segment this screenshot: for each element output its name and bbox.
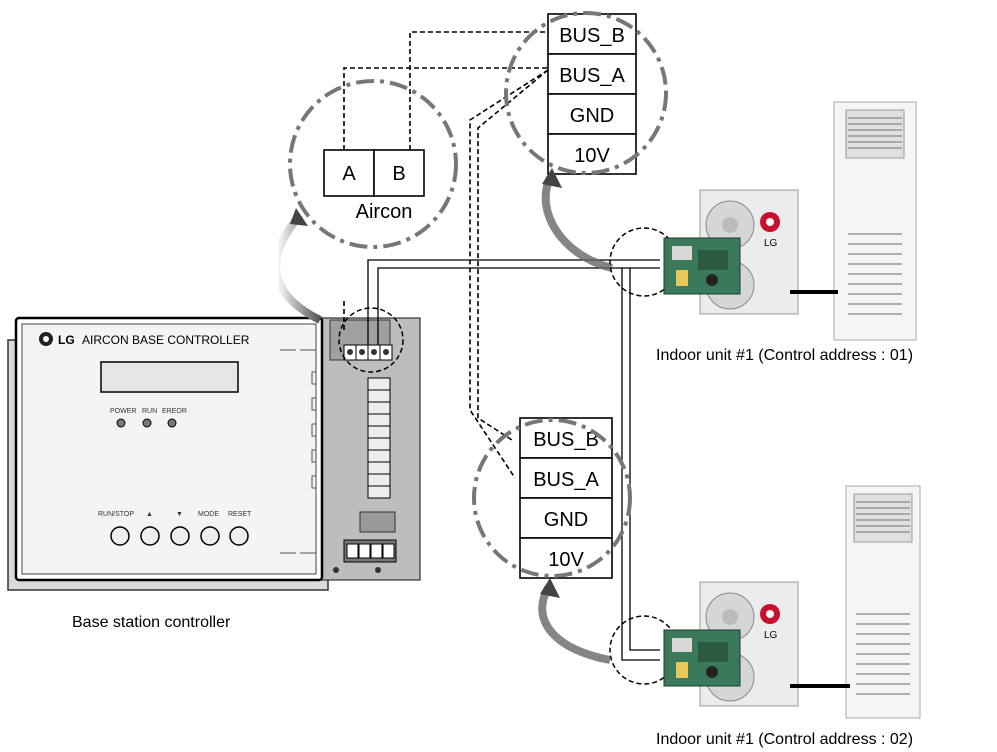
upper-bus-a-label: BUS_A <box>559 65 625 87</box>
upper-callout-circle <box>504 11 668 175</box>
indoor-unit-2: LG <box>663 485 921 719</box>
aircon-callout-circle <box>288 79 458 249</box>
controller-inner-panel <box>21 323 317 575</box>
arrow-to-aircon-icon <box>272 212 322 324</box>
button-label-down: ▼ <box>176 511 183 518</box>
button-label-reset: RESET <box>228 511 252 518</box>
lower-terminal-block: BUS_B BUS_A GND 10V <box>519 417 613 579</box>
lcd-display <box>100 361 239 393</box>
controller-brand: LG <box>58 333 75 347</box>
up-button[interactable] <box>140 526 160 546</box>
terminal-b-label: B <box>392 163 405 185</box>
upper-bus-b-label: BUS_B <box>559 25 625 47</box>
lower-bus-a-label: BUS_A <box>533 469 599 491</box>
reset-button[interactable] <box>229 526 249 546</box>
unit1-caption: Indoor unit #1 (Control address : 01) <box>656 347 913 364</box>
unit1-logo-text: LG <box>764 238 778 249</box>
unit2-caption: Indoor unit #1 (Control address : 02) <box>656 731 913 748</box>
controller-caption: Base station controller <box>72 614 231 631</box>
indoor-unit-1: LG <box>663 101 917 341</box>
bottom-terminal-screws <box>343 539 397 563</box>
bus-wiring <box>343 31 549 479</box>
fuse-holder <box>359 511 396 533</box>
led-error-icon <box>167 418 177 428</box>
runstop-button[interactable] <box>110 526 130 546</box>
power-wiring <box>367 259 660 661</box>
mount-screw-icon <box>375 567 381 573</box>
led-label-run: RUN <box>142 408 157 415</box>
controller-terminal-highlight <box>338 307 404 373</box>
lower-callout-circle <box>472 418 632 578</box>
vertical-terminal-strip <box>367 377 391 499</box>
led-label-error: EREOR <box>162 408 187 415</box>
callout-arrows <box>272 168 614 664</box>
button-label-up: ▲ <box>146 511 153 518</box>
down-button[interactable] <box>170 526 190 546</box>
side-bracket-marks <box>280 349 316 554</box>
lower-gnd-label: GND <box>544 509 588 531</box>
button-label-mode: MODE <box>198 511 219 518</box>
base-station-controller: LG AIRCON BASE CONTROLLER POWER RUN EREO… <box>7 316 421 591</box>
led-label-power: POWER <box>110 408 136 415</box>
arrow-to-lower-block-icon <box>538 586 611 664</box>
button-label-runstop: RUN/STOP <box>98 511 134 518</box>
mode-button[interactable] <box>200 526 220 546</box>
lower-bus-b-label: BUS_B <box>533 429 599 451</box>
arrow-to-upper-block-icon <box>541 176 614 272</box>
aircon-terminal-block: A B Aircon <box>323 149 425 223</box>
terminal-b <box>373 149 425 197</box>
upper-10v-label: 10V <box>574 145 610 167</box>
top-terminal-screws <box>343 344 393 361</box>
lower-10v-label: 10V <box>548 549 584 571</box>
led-power-icon <box>116 418 126 428</box>
controller-title: AIRCON BASE CONTROLLER <box>82 333 250 347</box>
upper-terminal-block: BUS_B BUS_A GND 10V <box>547 13 637 175</box>
upper-gnd-label: GND <box>570 105 614 127</box>
aircon-label: Aircon <box>356 201 413 223</box>
mount-screw-icon <box>333 567 339 573</box>
led-run-icon <box>142 418 152 428</box>
unit2-logo-text: LG <box>764 630 778 641</box>
terminal-a-label: A <box>342 163 356 185</box>
